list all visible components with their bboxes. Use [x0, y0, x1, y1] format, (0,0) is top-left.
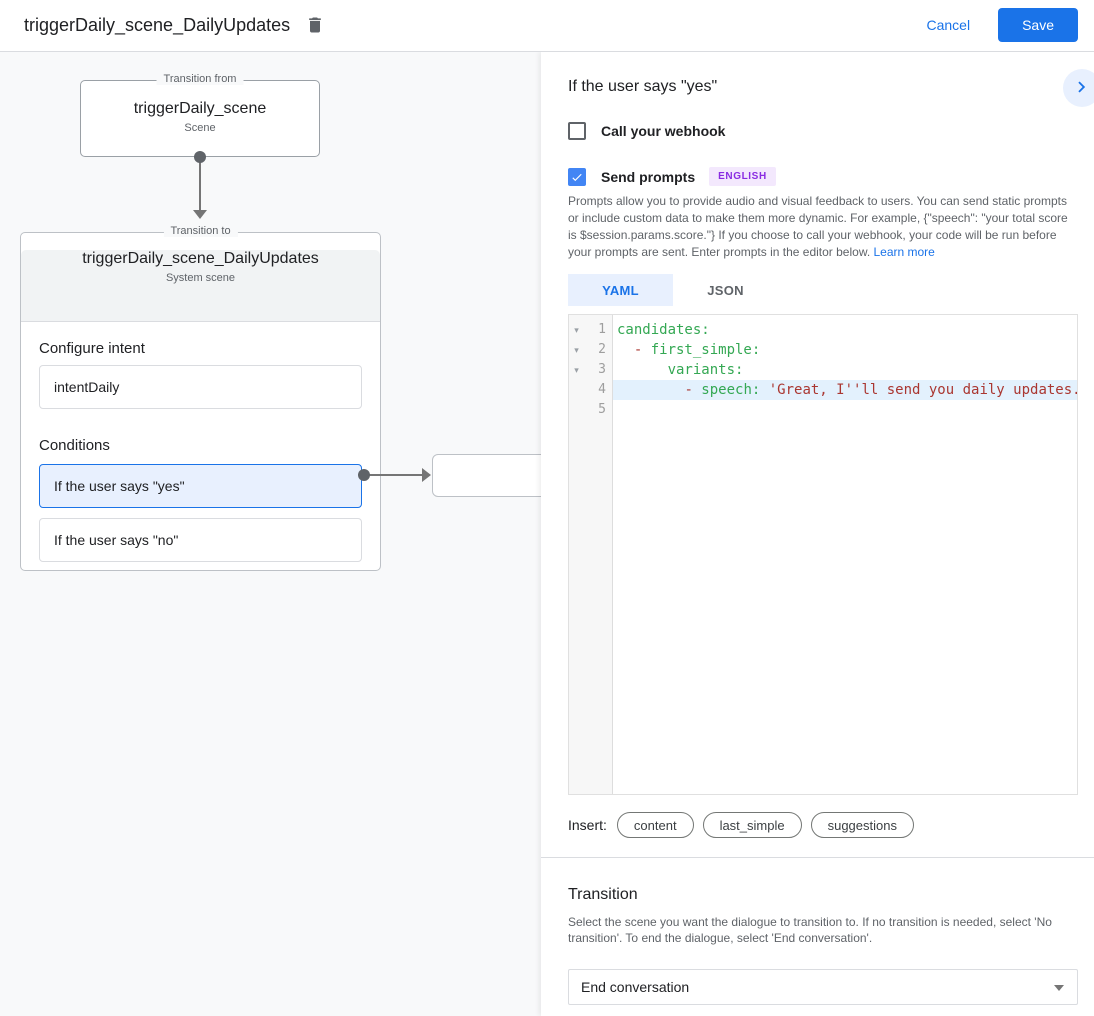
from-scene-name: triggerDaily_scene [133, 100, 267, 117]
condition-target-node[interactable] [432, 454, 541, 497]
code-line-active: 4 - speech: 'Great, I''ll send you daily… [569, 380, 1077, 400]
connector-dot [358, 469, 370, 481]
condition-label: If the user says "no" [54, 532, 179, 548]
collapse-panel-button[interactable] [1063, 69, 1094, 107]
code-line: 1 candidates: [569, 320, 1077, 340]
delete-scene-button[interactable] [303, 14, 327, 38]
prompts-description: Prompts allow you to provide audio and v… [568, 193, 1078, 261]
transition-description: Select the scene you want the dialogue t… [568, 915, 1052, 945]
section-divider [541, 857, 1094, 858]
scene-flow-canvas: Transition from triggerDaily_scene Scene… [0, 52, 541, 1016]
configure-intent-label: Configure intent [39, 340, 145, 357]
condition-row-no[interactable]: If the user says "no" [39, 518, 362, 562]
save-button[interactable]: Save [998, 8, 1078, 42]
transition-scene-select[interactable]: End conversation [568, 969, 1078, 1005]
to-scene-type: System scene [165, 272, 236, 284]
chevron-right-icon [1071, 76, 1093, 101]
connector-line [199, 157, 201, 210]
transition-from-node[interactable]: Transition from triggerDaily_scene Scene [80, 73, 320, 157]
call-webhook-label: Call your webhook [601, 123, 726, 139]
topbar-actions: Cancel Save [926, 8, 1078, 42]
trash-icon [305, 17, 325, 38]
scene-card-body: Configure intent Conditions If the user … [21, 322, 380, 580]
insert-content-button[interactable]: content [616, 812, 694, 838]
prompt-code-editor[interactable]: 1 candidates: 2 - first_simple: 3 varian… [568, 314, 1078, 795]
condition-label: If the user says "yes" [54, 478, 185, 494]
fold-icon[interactable] [569, 320, 584, 340]
line-number: 3 [598, 362, 606, 377]
fold-icon[interactable] [569, 340, 584, 360]
page-title: triggerDaily_scene_DailyUpdates [24, 15, 291, 35]
send-prompts-label: Send prompts [601, 168, 696, 185]
checkbox-unchecked-icon[interactable] [568, 122, 586, 140]
send-prompts-checkbox-row[interactable]: Send prompts ENGLISH [568, 167, 776, 186]
condition-title: If the user says "yes" [568, 78, 718, 95]
conditions-label: Conditions [39, 437, 110, 454]
arrowhead-down-icon [193, 210, 207, 219]
code-line: 2 - first_simple: [569, 340, 1077, 360]
call-webhook-checkbox-row[interactable]: Call your webhook [568, 122, 725, 140]
cancel-button[interactable]: Cancel [926, 17, 971, 33]
intent-input[interactable] [39, 365, 362, 409]
editor-format-tabs: YAML JSON [568, 274, 778, 306]
checkbox-checked-icon[interactable] [568, 167, 586, 186]
connector-dot [194, 151, 206, 163]
line-number: 4 [598, 382, 606, 397]
transition-section-title: Transition [568, 886, 638, 903]
condition-editor-panel: If the user says "yes" Call your webhook… [541, 52, 1094, 1016]
fold-icon[interactable] [569, 360, 584, 380]
line-number: 2 [598, 342, 606, 357]
learn-more-link[interactable]: Learn more [873, 245, 935, 259]
selected-scene-value: End conversation [581, 979, 690, 995]
condition-row-yes[interactable]: If the user says "yes" [39, 464, 362, 508]
to-scene-name: triggerDaily_scene_DailyUpdates [82, 250, 319, 267]
line-number: 1 [598, 322, 606, 337]
scene-card-header[interactable]: triggerDaily_scene_DailyUpdates System s… [21, 250, 380, 322]
transition-to-legend: Transition to [163, 225, 238, 237]
top-bar: triggerDaily_scene_DailyUpdates Cancel S… [0, 0, 1094, 52]
connector-line [364, 474, 424, 476]
tab-json[interactable]: JSON [707, 282, 744, 298]
arrowhead-right-icon [422, 468, 431, 482]
insert-suggestions-button[interactable]: suggestions [810, 812, 914, 838]
transition-from-legend: Transition from [156, 73, 244, 85]
line-number: 5 [598, 402, 606, 417]
language-badge: ENGLISH [709, 167, 776, 186]
transition-to-node: Transition to triggerDaily_scene_DailyUp… [20, 225, 381, 571]
insert-label: Insert: [568, 817, 607, 833]
insert-toolbar: Insert: content last_simple suggestions [568, 812, 923, 838]
code-line: 5 [569, 400, 1077, 420]
prompts-description-text: Prompts allow you to provide audio and v… [568, 194, 1068, 259]
insert-last-simple-button[interactable]: last_simple [702, 812, 802, 838]
dropdown-arrow-icon [1054, 985, 1064, 991]
from-scene-type: Scene [184, 122, 216, 134]
code-line: 3 variants: [569, 360, 1077, 380]
tab-yaml[interactable]: YAML [568, 274, 673, 306]
